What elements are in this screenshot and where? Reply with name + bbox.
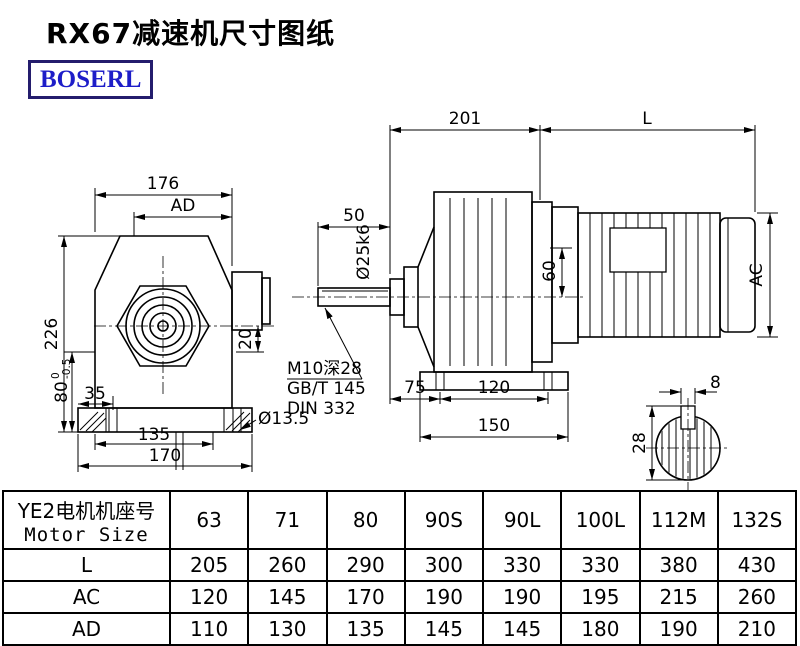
value-cell: 170 [325, 580, 406, 614]
front-view-centerlines [94, 256, 274, 396]
motor-nameplate [609, 227, 667, 273]
frame-size-71: 71 [247, 490, 328, 550]
dim-label-80-group: 80 0 -0.5 [50, 359, 73, 403]
value-cell: 380 [638, 548, 719, 582]
dim-label-motor-length: L [642, 109, 652, 129]
value-cell: 190 [403, 580, 485, 614]
row-label-ac: AC [2, 580, 171, 614]
table-row-ad: AD 110 130 135 145 145 180 190 210 [2, 612, 798, 646]
value-cell: 215 [638, 580, 719, 614]
dim-label-shaft-dia: Ø25k6 [354, 224, 374, 280]
shaft-detail-centerlines [646, 398, 730, 490]
tap-callout-line3: DIN 332 [287, 399, 356, 419]
side-view-outline [317, 191, 756, 391]
dim-label-20: 20 [236, 328, 256, 350]
dim-label-176: 176 [147, 174, 179, 194]
dim-label-170: 170 [149, 446, 181, 466]
value-cell: 430 [716, 548, 798, 582]
value-cell: 290 [325, 548, 406, 582]
dim-label-80: 80 [52, 381, 72, 403]
motor-size-header-cell: YE2电机机座号 Motor Size [2, 490, 171, 550]
dim-label-120: 120 [478, 378, 510, 398]
dim-label-80-tol-lower: -0.5 [61, 359, 73, 380]
tap-callout-line1: M10深28 [287, 359, 362, 379]
dim-label-35: 35 [84, 384, 106, 404]
front-view-dimensions [58, 188, 264, 472]
spec-table: YE2电机机座号 Motor Size 63 71 80 90S 90L 100… [2, 490, 798, 646]
dim-label-ad: AD [171, 196, 196, 216]
value-cell: 145 [403, 612, 485, 646]
value-cell: 180 [560, 612, 641, 646]
dim-label-135: 135 [138, 425, 170, 445]
dim-label-ac: AC [747, 263, 767, 286]
frame-size-90s: 90S [403, 490, 485, 550]
frame-size-112m: 112M [638, 490, 719, 550]
value-cell: 260 [716, 580, 798, 614]
frame-size-80: 80 [325, 490, 406, 550]
value-cell: 195 [560, 580, 641, 614]
technical-drawing: 176 AD 226 80 0 -0.5 35 135 170 20 Ø13.5 [42, 109, 778, 490]
dim-label-150: 150 [478, 416, 510, 436]
side-view-dimensions [287, 125, 778, 442]
value-cell: 110 [168, 612, 250, 646]
motor-size-en: Motor Size [24, 523, 149, 546]
dim-label-hole-dia: Ø13.5 [258, 409, 309, 429]
frame-size-63: 63 [168, 490, 250, 550]
dim-label-28: 28 [630, 432, 650, 454]
value-cell: 145 [247, 580, 328, 614]
value-cell: 135 [325, 612, 406, 646]
table-row-ac: AC 120 145 170 190 190 195 215 260 [2, 580, 798, 614]
dim-label-80-tol-upper: 0 [50, 372, 62, 379]
value-cell: 205 [168, 548, 250, 582]
dim-label-50: 50 [343, 206, 365, 226]
value-cell: 145 [481, 612, 563, 646]
dim-label-226: 226 [42, 318, 62, 350]
value-cell: 330 [560, 548, 641, 582]
row-label-l: L [2, 548, 171, 582]
value-cell: 300 [403, 548, 485, 582]
page-title: RX67减速机尺寸图纸 [46, 17, 336, 50]
brand-logo: BOSERL [28, 60, 154, 99]
value-cell: 130 [247, 612, 328, 646]
front-view: 176 AD 226 80 0 -0.5 35 135 170 20 Ø13.5 [42, 174, 309, 472]
motor-size-cn: YE2电机机座号 [17, 498, 156, 523]
value-cell: 210 [716, 612, 798, 646]
side-view: 201 L 50 Ø25k6 60 AC M10深28 GB/T 145 DIN… [287, 109, 778, 442]
value-cell: 120 [168, 580, 250, 614]
dim-label-60: 60 [540, 260, 560, 282]
tap-callout-line2: GB/T 145 [287, 379, 366, 399]
dim-label-75: 75 [404, 378, 426, 398]
shaft-section-detail: 8 28 [630, 373, 730, 490]
dim-label-201: 201 [449, 109, 481, 129]
frame-size-100l: 100L [560, 490, 641, 550]
value-cell: 190 [481, 580, 563, 614]
row-label-ad: AD [2, 612, 171, 646]
value-cell: 260 [247, 548, 328, 582]
shaft-detail-dimensions [646, 388, 717, 481]
table-row-l: L 205 260 290 300 330 330 380 430 [2, 548, 798, 582]
value-cell: 330 [481, 548, 563, 582]
dim-label-8: 8 [710, 373, 721, 393]
value-cell: 190 [638, 612, 719, 646]
frame-size-132s: 132S [716, 490, 798, 550]
table-header-row: YE2电机机座号 Motor Size 63 71 80 90S 90L 100… [2, 490, 798, 550]
frame-size-90l: 90L [481, 490, 563, 550]
